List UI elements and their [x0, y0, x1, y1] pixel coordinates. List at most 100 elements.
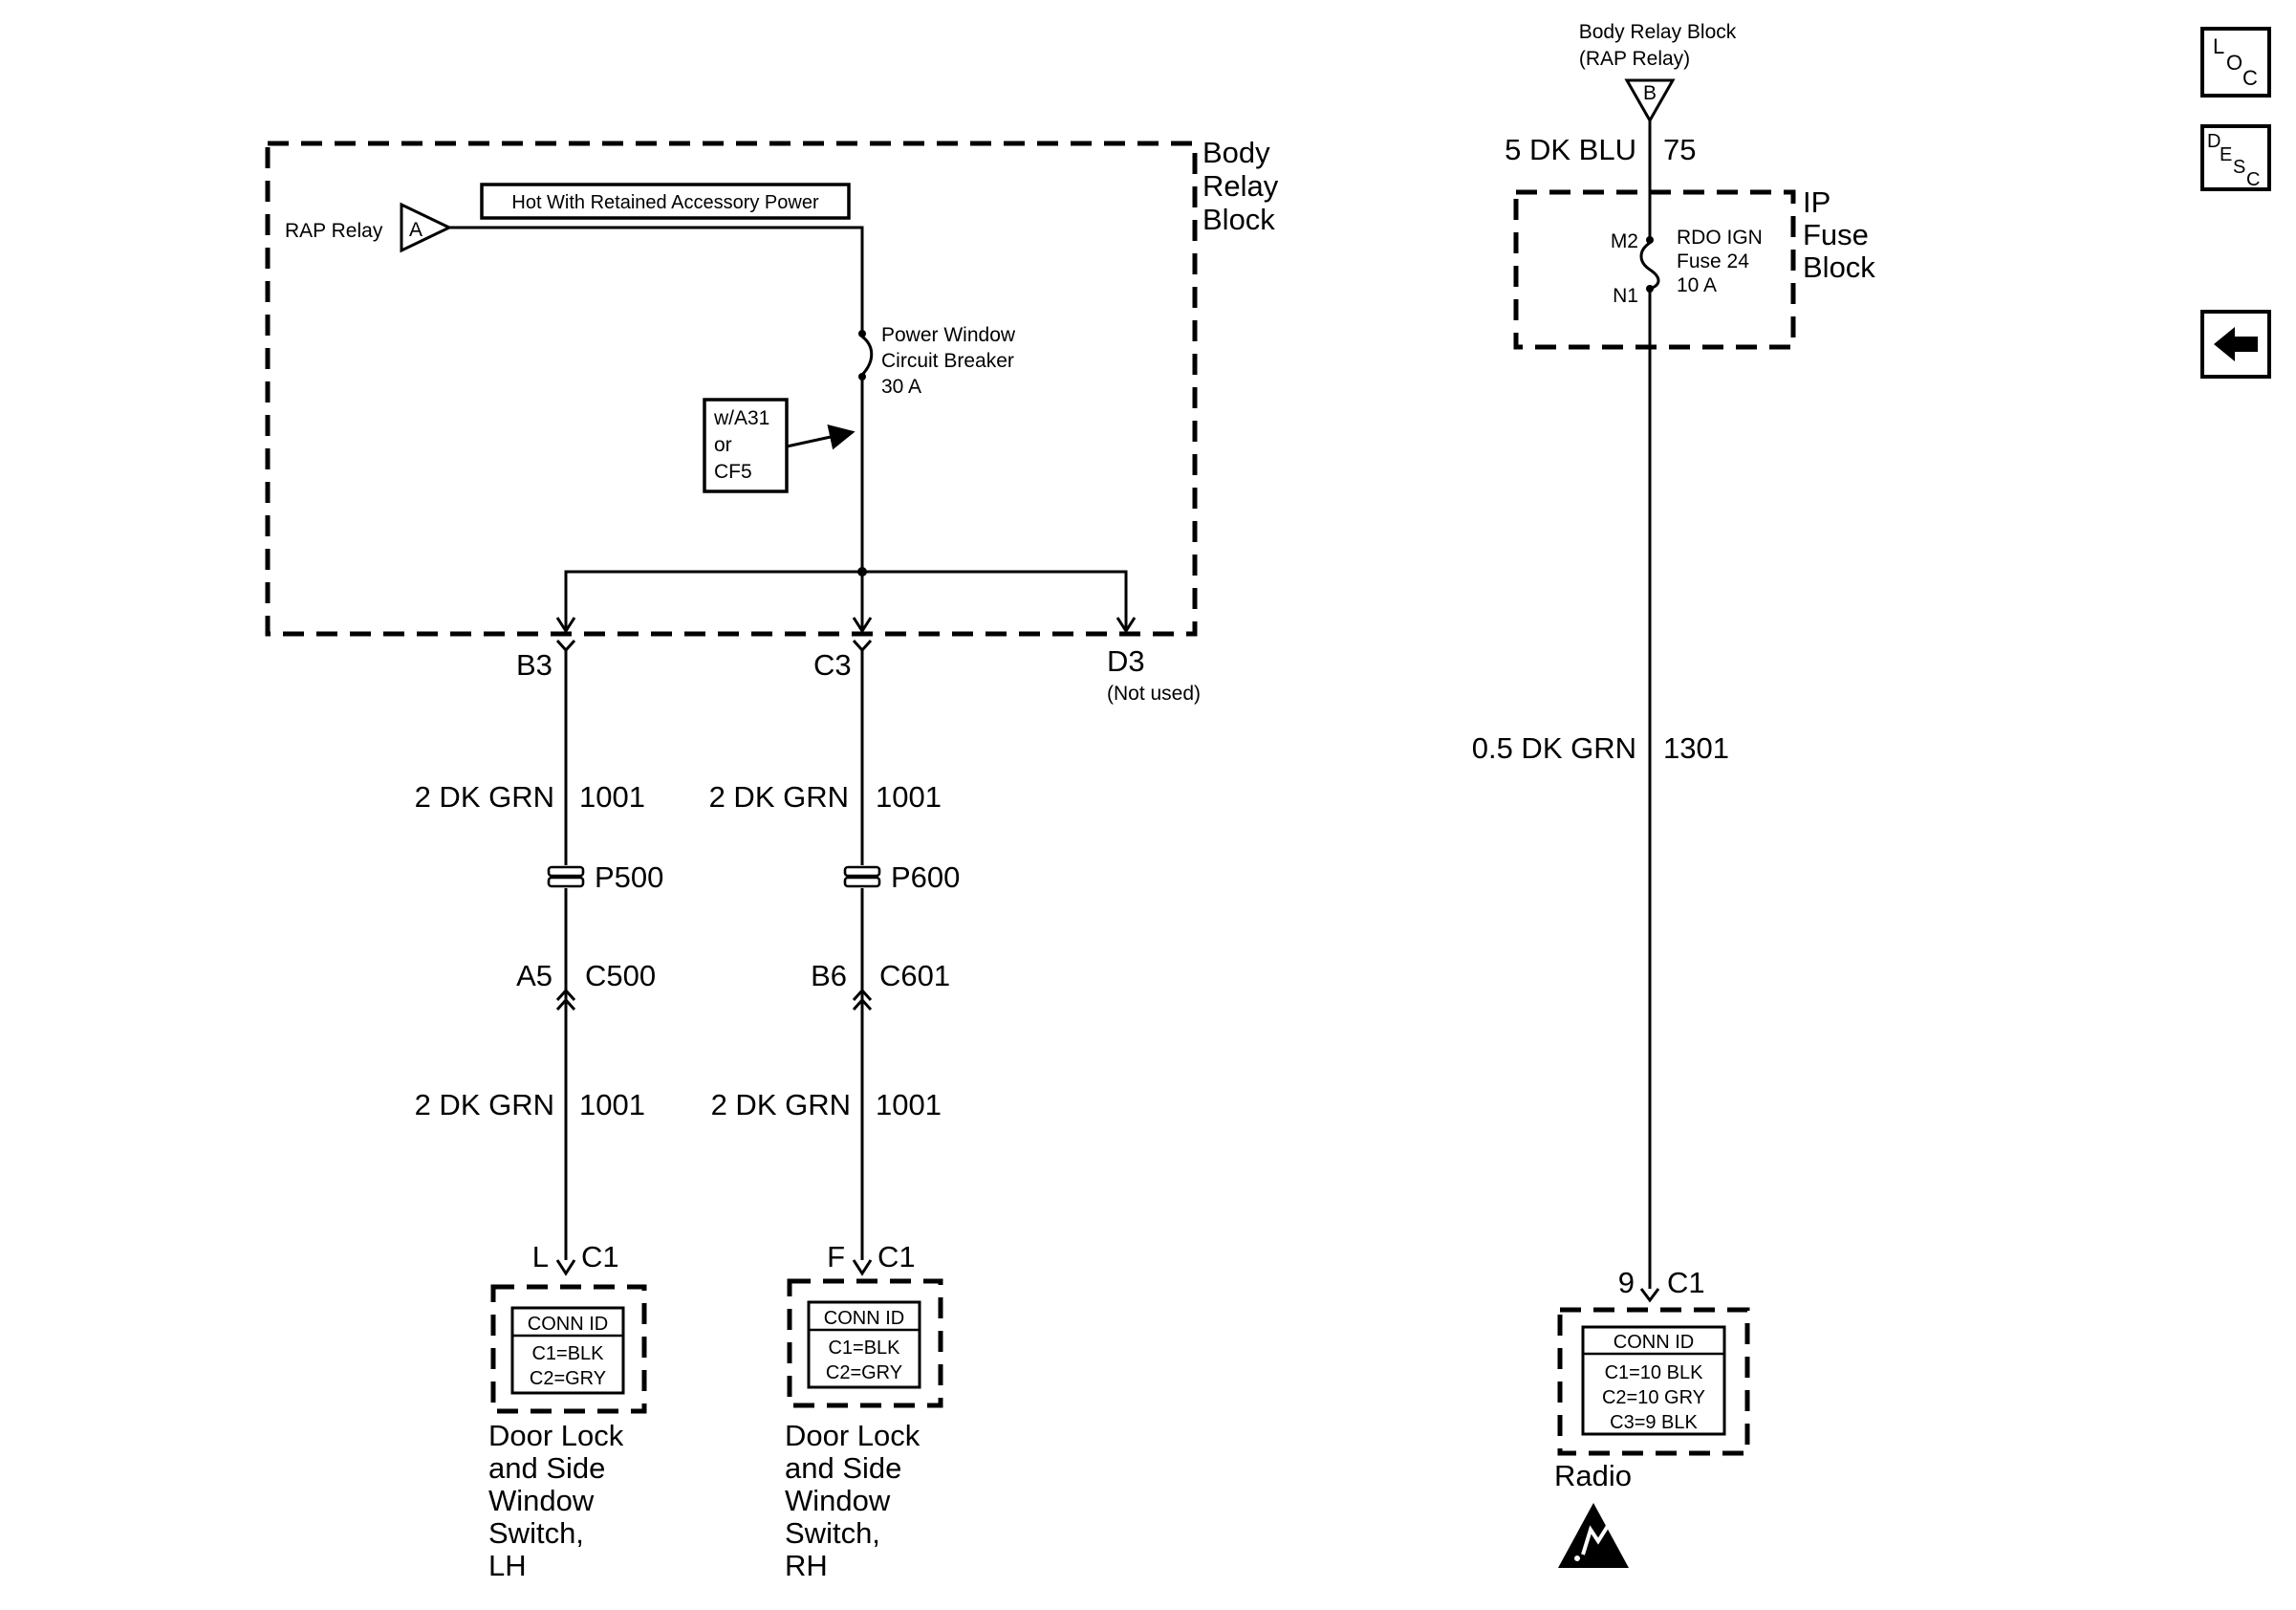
svg-text:L: L: [2213, 34, 2224, 58]
loc-button[interactable]: L O C: [2200, 27, 2271, 98]
left-connector-c500: C500: [585, 959, 656, 992]
left-conn-id-row-2: C2=GRY: [530, 1368, 606, 1389]
right-conn-id-title: CONN ID: [824, 1308, 904, 1329]
fuse-label-3: 10 A: [1677, 274, 1717, 296]
radio-source-terminal: B: [1643, 82, 1657, 104]
right-device-label-1: Door Lock: [785, 1419, 921, 1452]
right-wire-upper-circuit: 1001: [876, 780, 942, 814]
left-device-label-2: and Side: [488, 1451, 605, 1485]
right-wire-lower-circuit: 1001: [876, 1088, 942, 1121]
svg-text:O: O: [2226, 51, 2242, 75]
splice-p600-label: P600: [891, 860, 960, 894]
left-device-label-5: LH: [488, 1549, 527, 1582]
hot-with-rap-label-box: Hot With Retained Accessory Power: [480, 183, 851, 220]
rap-relay-terminal: RAP Relay A: [285, 202, 453, 253]
fuse-in-pin: M2: [1611, 230, 1638, 252]
left-switch-pin: L: [532, 1240, 549, 1273]
ip-fuse-block-label-3: Block: [1803, 250, 1875, 284]
rap-relay-label: RAP Relay: [285, 220, 383, 242]
right-device-label-5: RH: [785, 1549, 828, 1582]
left-conn-id-title: CONN ID: [528, 1314, 608, 1335]
right-wire-lower-size: 2 DK GRN: [711, 1088, 851, 1121]
svg-text:C: C: [2246, 169, 2260, 190]
radio-wire-mid-size: 0.5 DK GRN: [1472, 731, 1636, 765]
left-pin-a5: A5: [516, 959, 552, 992]
esd-warning-icon: [1558, 1503, 1629, 1568]
radio-conn-id-row-3: C3=9 BLK: [1610, 1412, 1698, 1433]
right-conn-id-box: CONN ID C1=BLK C2=GRY: [807, 1300, 921, 1389]
left-switch-conn: C1: [581, 1240, 619, 1273]
fuse-label-1: RDO IGN: [1677, 227, 1763, 249]
back-arrow-icon: [2214, 327, 2258, 361]
output-d3-note: (Not used): [1107, 683, 1201, 705]
radio-source-label-2: (RAP Relay): [1579, 48, 1690, 70]
loc-icon: L O C: [2213, 34, 2258, 90]
left-wire-lower-circuit: 1001: [579, 1088, 645, 1121]
circuit-breaker-label-3: 30 A: [881, 376, 921, 398]
right-switch-conn: C1: [877, 1240, 916, 1273]
left-device-label-1: Door Lock: [488, 1419, 624, 1452]
body-relay-block-label-2: Relay: [1202, 169, 1279, 203]
ip-fuse-block-label-2: Fuse: [1803, 218, 1869, 251]
radio-device-label: Radio: [1554, 1459, 1632, 1492]
hot-with-rap-label: Hot With Retained Accessory Power: [511, 192, 819, 213]
fuse-label-2: Fuse 24: [1677, 250, 1749, 272]
radio-conn-id-title: CONN ID: [1614, 1332, 1694, 1353]
radio-wire-top-size: 5 DK BLU: [1505, 133, 1636, 166]
radio-circuit: Body Relay Block (RAP Relay) B 5 DK BLU …: [1472, 21, 1875, 1568]
radio-conn-id-row-2: C2=10 GRY: [1602, 1387, 1705, 1408]
right-device-label-2: and Side: [785, 1451, 901, 1485]
right-wire-upper-size: 2 DK GRN: [709, 780, 849, 814]
splice-p500-label: P500: [595, 860, 663, 894]
right-branch: 2 DK GRN 1001 P600 B6 C601 2 DK GRN 1001…: [709, 650, 960, 1582]
output-bus: [555, 567, 1137, 653]
power-window-circuit-breaker: Power Window Circuit Breaker 30 A: [858, 324, 1016, 398]
radio-pin: 9: [1618, 1266, 1635, 1299]
option-label-3: CF5: [714, 461, 752, 483]
circuit-breaker-label-2: Circuit Breaker: [881, 350, 1014, 372]
body-relay-block-label-3: Block: [1202, 203, 1275, 236]
left-device-label-4: Switch,: [488, 1516, 584, 1550]
option-label-1: w/A31: [713, 407, 769, 429]
fuse-out-pin: N1: [1613, 285, 1638, 307]
desc-button[interactable]: D E S C: [2200, 124, 2271, 191]
left-wire-upper-size: 2 DK GRN: [415, 780, 554, 814]
left-wire-lower-size: 2 DK GRN: [415, 1088, 554, 1121]
right-connector-c601: C601: [879, 959, 950, 992]
svg-text:E: E: [2220, 144, 2232, 165]
right-conn-id-row-1: C1=BLK: [828, 1338, 900, 1359]
option-box: w/A31 or CF5: [703, 398, 856, 493]
radio-conn-id-row-1: C1=10 BLK: [1605, 1362, 1704, 1383]
output-b3-label: B3: [516, 648, 552, 682]
option-label-2: or: [714, 434, 732, 456]
left-wire-upper-circuit: 1001: [579, 780, 645, 814]
right-conn-id-row-2: C2=GRY: [826, 1362, 902, 1383]
left-conn-id-row-1: C1=BLK: [531, 1343, 604, 1364]
ip-fuse-block-label-1: IP: [1803, 185, 1830, 219]
splice-p500-symbol: [547, 865, 585, 888]
output-c3-label: C3: [813, 648, 852, 682]
radio-source-label-1: Body Relay Block: [1579, 21, 1737, 43]
radio-wire-top-circuit: 75: [1663, 133, 1696, 166]
svg-text:C: C: [2242, 66, 2258, 90]
rdo-ign-fuse: M2 N1 RDO IGN Fuse 24 10 A: [1611, 227, 1763, 307]
rap-feed-wire: [449, 226, 864, 332]
right-switch-pin: F: [827, 1240, 845, 1273]
right-pin-b6: B6: [811, 959, 847, 992]
svg-text:D: D: [2207, 131, 2220, 152]
right-device-label-4: Switch,: [785, 1516, 880, 1550]
output-d3-label: D3: [1107, 644, 1145, 678]
svg-text:S: S: [2233, 157, 2245, 178]
body-relay-block: Body Relay Block: [265, 136, 1279, 637]
body-relay-block-label-1: Body: [1202, 136, 1270, 169]
radio-wire-mid-circuit: 1301: [1663, 731, 1729, 765]
left-device-label-3: Window: [488, 1484, 595, 1517]
back-button[interactable]: [2200, 310, 2271, 379]
desc-icon: D E S C: [2207, 131, 2260, 190]
left-branch: 2 DK GRN 1001 P500 A5 C500 2 DK GRN 1001…: [415, 650, 663, 1582]
splice-p600-symbol: [843, 865, 881, 888]
right-device-label-3: Window: [785, 1484, 891, 1517]
circuit-breaker-label-1: Power Window: [881, 324, 1016, 346]
radio-conn-id-box: CONN ID C1=10 BLK C2=10 GRY C3=9 BLK: [1581, 1325, 1726, 1436]
